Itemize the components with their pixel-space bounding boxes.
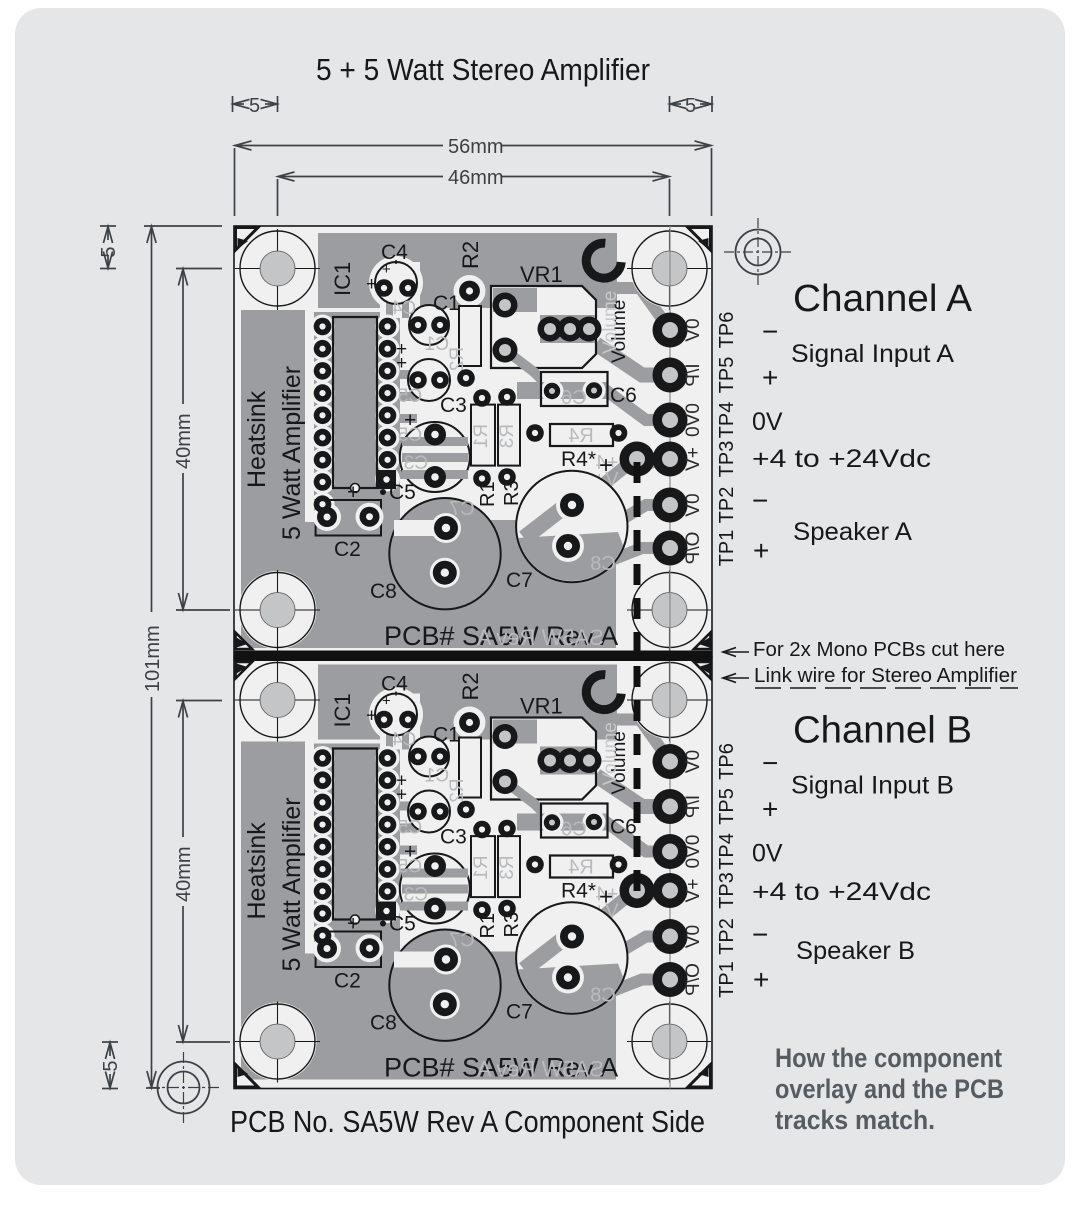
svg-text:Link wire for Stereo Ampli: Link wire for Stereo Amplifier <box>754 665 1017 687</box>
svg-text:Speaker B: Speaker B <box>796 937 915 965</box>
svg-text:−: − <box>752 919 768 950</box>
svg-text:Channel A: Channel A <box>793 278 973 320</box>
svg-text:+: + <box>762 362 778 393</box>
svg-text:46mm: 46mm <box>448 167 504 189</box>
svg-text:−: − <box>752 485 768 516</box>
svg-text:5 + 5 Watt Stereo Amplifier: 5 + 5 Watt Stereo Amplifier <box>316 52 650 87</box>
svg-text:5: 5 <box>249 95 260 117</box>
svg-text:5: 5 <box>98 246 120 257</box>
svg-text:101mm: 101mm <box>142 625 164 692</box>
svg-text:+: + <box>762 794 778 825</box>
svg-text:+4 to +24Vdc: +4 to +24Vdc <box>752 878 931 906</box>
svg-text:56mm: 56mm <box>448 136 504 158</box>
svg-text:+: + <box>753 535 769 566</box>
svg-text:0V: 0V <box>752 408 783 436</box>
svg-text:5: 5 <box>100 1060 122 1071</box>
svg-text:For 2x Mono PCBs cut here: For 2x Mono PCBs cut here <box>753 639 1005 661</box>
svg-text:0V: 0V <box>752 840 783 868</box>
svg-text:PCB No. SA5W Rev A Component S: PCB No. SA5W Rev A Component Side <box>230 1104 705 1139</box>
svg-text:Speaker A: Speaker A <box>793 518 912 546</box>
svg-text:40mm: 40mm <box>173 846 195 902</box>
svg-text:Signal Input A: Signal Input A <box>791 340 954 368</box>
svg-text:Signal Input B: Signal Input B <box>791 772 954 800</box>
svg-text:−: − <box>762 748 778 779</box>
svg-text:+4 to +24Vdc: +4 to +24Vdc <box>752 445 931 473</box>
svg-text:5: 5 <box>685 95 696 117</box>
svg-text:How the component: How the component <box>775 1043 1002 1073</box>
svg-text:tracks match.: tracks match. <box>775 1105 935 1135</box>
svg-text:−: − <box>762 316 778 347</box>
svg-text:+: + <box>753 964 769 995</box>
svg-text:40mm: 40mm <box>173 413 195 469</box>
svg-text:Channel B: Channel B <box>793 710 972 752</box>
svg-text:overlay and the PCB: overlay and the PCB <box>775 1074 1004 1104</box>
